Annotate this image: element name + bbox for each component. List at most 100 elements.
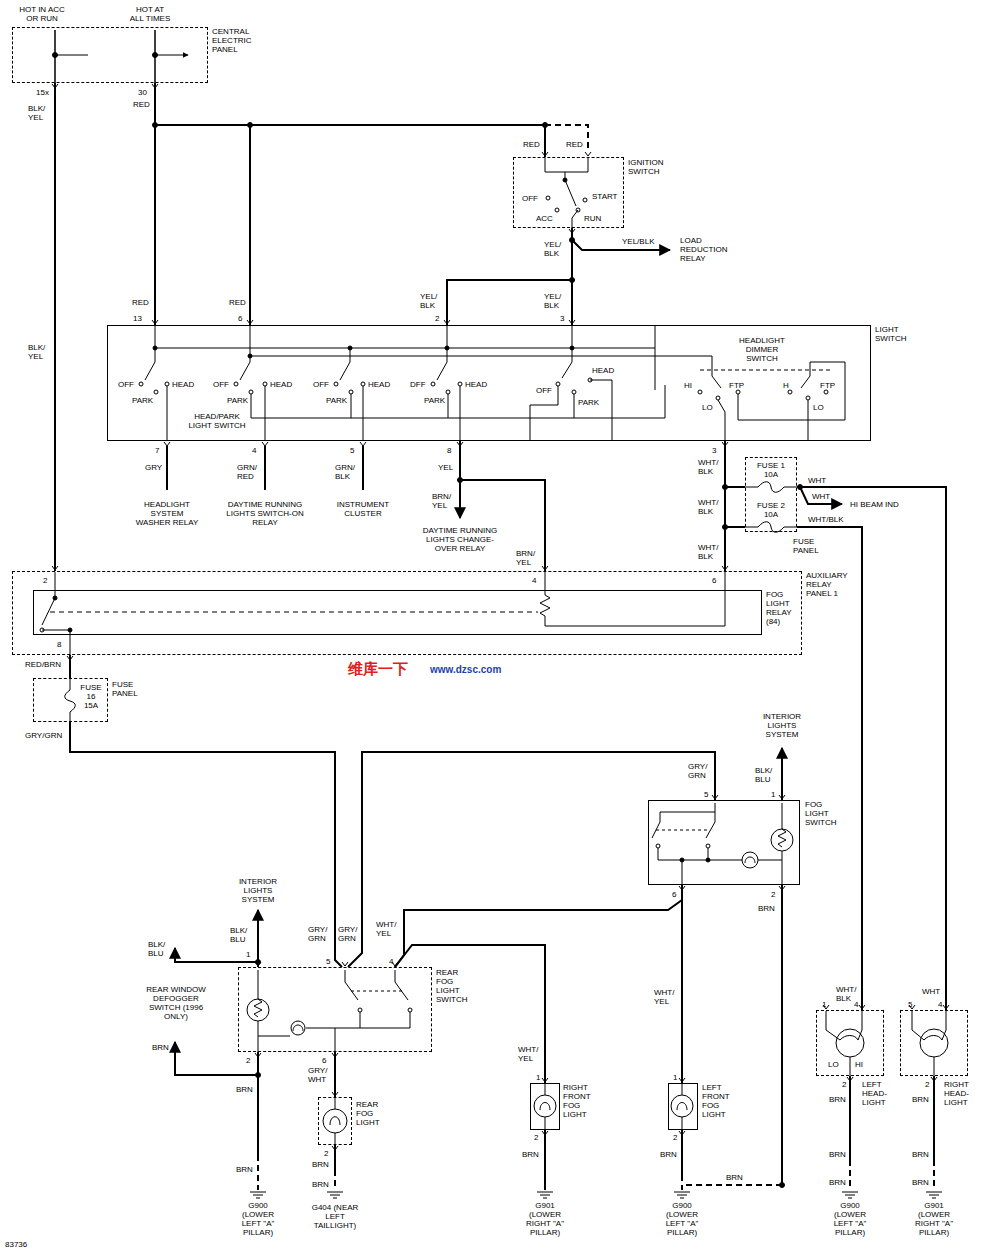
- wire-color: RED: [566, 140, 583, 149]
- component-name: REAR FOG LIGHT SWITCH: [436, 968, 472, 1004]
- switch-position: HI: [684, 381, 692, 390]
- light-switch-symbol: [153, 346, 157, 350]
- light-switch-symbol: [139, 326, 845, 441]
- light-switch-symbol: [145, 326, 572, 380]
- pin-number: 1: [536, 1073, 540, 1082]
- bulb-symbol: [912, 1011, 946, 1076]
- pin-number: 4: [389, 957, 393, 966]
- central-panel-bus: [53, 53, 58, 58]
- fog-switch-symbol: [658, 848, 782, 884]
- switch-position: LO: [828, 1060, 839, 1069]
- light-switch-symbol: [154, 390, 158, 394]
- light-switch-symbol: [445, 346, 449, 350]
- fog-switch-symbol: [742, 852, 758, 868]
- fog-switch-symbol: [682, 1184, 782, 1186]
- wire: [54, 83, 56, 571]
- pin-number: 2: [842, 1080, 846, 1089]
- wire-color: YEL/ BLK: [544, 292, 568, 310]
- pin-number: 2: [673, 1133, 677, 1142]
- pin-number: 7: [155, 446, 159, 455]
- fog-switch-symbol: [652, 803, 715, 838]
- switch-position: LO: [702, 403, 713, 412]
- component-name: CENTRAL ELECTRIC PANEL: [212, 27, 258, 54]
- fog-switch-symbol: [745, 857, 755, 863]
- rear-fog-switch-symbol: [258, 970, 259, 1052]
- wire: [724, 441, 726, 571]
- light-switch-symbol: [698, 390, 702, 394]
- wire-color: WHT/ YEL: [518, 1045, 542, 1063]
- component-name: INTERIOR LIGHTS SYSTEM: [758, 712, 806, 739]
- rear-fog-switch-symbol: [358, 1008, 362, 1012]
- light-switch-symbol: [808, 400, 809, 441]
- wire-color: BRN/ YEL: [516, 549, 540, 567]
- rear-fog-switch-symbol: [335, 1012, 410, 1052]
- light-switch-symbol: [361, 382, 365, 386]
- wire-color: BRN: [312, 1180, 329, 1189]
- pin-number: 1: [673, 1073, 677, 1082]
- component-name: RIGHT HEAD-LIGHT: [944, 1080, 974, 1107]
- bulb-symbol: [826, 1011, 862, 1076]
- ground-label: G900 (LOWER LEFT "A" PILLAR): [662, 1201, 702, 1237]
- component-box: FOG LIGHT RELAY (84): [33, 590, 762, 635]
- bulb-symbol: [671, 1095, 693, 1117]
- ground-symbol: [842, 1192, 858, 1198]
- pin-number: 3: [560, 314, 564, 323]
- wire: [69, 655, 71, 678]
- light-switch-symbol: [431, 382, 435, 386]
- wire: [155, 83, 545, 157]
- wire-color: GRY/ GRN: [308, 925, 332, 943]
- light-switch-symbol: [234, 382, 238, 386]
- ground-label: G900 (LOWER LEFT "A" PILLAR): [830, 1201, 870, 1237]
- pin-number: 5: [350, 446, 354, 455]
- ground-symbol: [327, 1192, 343, 1198]
- wire: [797, 527, 862, 1010]
- light-switch-symbol: [824, 390, 828, 394]
- light-switch-symbol: [348, 346, 352, 350]
- ground-wire: [258, 1075, 934, 1190]
- central-panel-bus: [55, 55, 188, 56]
- pin-number: 13: [133, 314, 142, 323]
- ignition-switch-symbol: [563, 178, 567, 182]
- light-switch-symbol: [530, 380, 612, 441]
- bulb-symbol: [330, 1098, 340, 1145]
- rear-fog-switch-symbol: [345, 970, 408, 1000]
- component-name: INTERIOR LIGHTS SYSTEM: [234, 877, 282, 904]
- light-switch-symbol: [806, 396, 810, 400]
- rear-fog-switch-symbol: [175, 910, 412, 1078]
- bulb-symbol: [677, 1084, 687, 1130]
- light-switch-symbol: [446, 390, 450, 394]
- pin-number: 5: [704, 790, 708, 799]
- wire: [571, 228, 573, 325]
- pin-number: 6: [712, 576, 716, 585]
- wire-color: BRN: [726, 1173, 743, 1182]
- light-switch-symbol: [334, 382, 338, 386]
- light-switch-symbol: [248, 354, 252, 358]
- wire: [395, 945, 545, 1083]
- wire-color: BRN: [758, 904, 775, 913]
- wire-color: BRN/ YEL: [432, 492, 456, 510]
- component-name: FUSE PANEL: [793, 537, 823, 555]
- light-switch-symbol: [556, 382, 560, 386]
- wire-color: GRY/ GRN: [338, 925, 358, 943]
- component-name: FUSE 16 15A: [80, 683, 102, 710]
- component-box: RIGHT FRONT FOG LIGHT: [530, 1083, 560, 1130]
- rear-fog-switch-symbol: [256, 960, 261, 965]
- fog-switch-symbol: [652, 748, 793, 1188]
- switch-position: PARK: [578, 398, 599, 407]
- wire-color: RED: [132, 298, 149, 307]
- wire-color: BRN: [236, 1165, 253, 1174]
- pin-number: 4: [532, 576, 536, 585]
- wire-color: RED: [229, 298, 246, 307]
- component-box: FOG LIGHT SWITCH: [648, 800, 800, 885]
- rear-fog-switch-symbol: [291, 1021, 305, 1035]
- ignition-switch-symbol: [546, 196, 550, 200]
- switch-position: HI: [855, 1060, 863, 1069]
- component-name: IGNITION SWITCH: [628, 158, 668, 176]
- pin-number: 1: [246, 950, 250, 959]
- fuse-symbol: [745, 482, 797, 493]
- fuse-symbol: [65, 482, 797, 722]
- pin-number: 2: [43, 576, 47, 585]
- switch-position: OFF: [313, 380, 329, 389]
- pin-number: 1: [771, 790, 775, 799]
- component-name: FUSE PANEL: [112, 680, 142, 698]
